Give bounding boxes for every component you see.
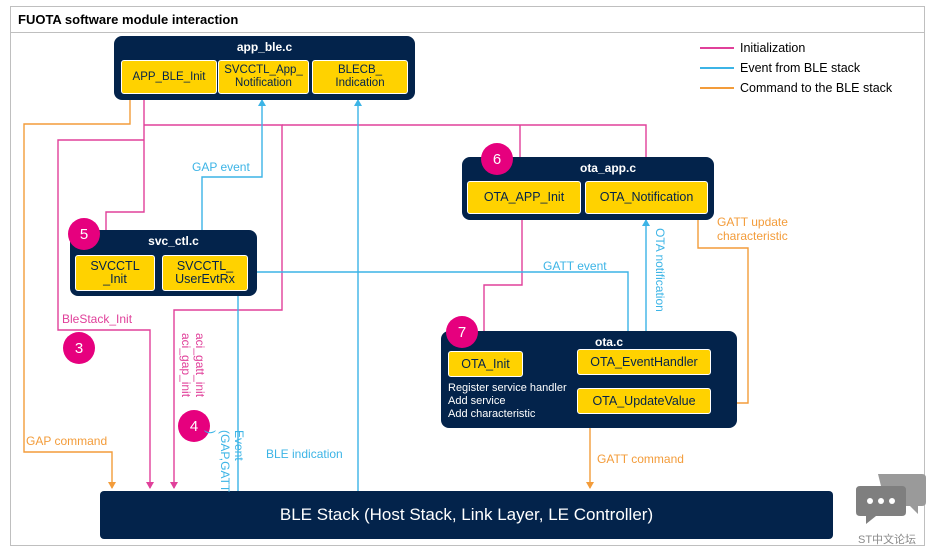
- ble-stack-block: BLE Stack (Host Stack, Link Layer, LE Co…: [100, 491, 833, 539]
- legend-swatch: [700, 47, 734, 49]
- label-gatt-event: GATT event: [543, 259, 607, 273]
- ota-note-add-service: Add service: [448, 395, 506, 407]
- module-title: ota_app.c: [579, 161, 636, 175]
- label-gap-event: GAP event: [192, 160, 250, 174]
- ota-note-add-characteristic: Add characteristic: [448, 408, 536, 420]
- ota-note-register: Register service handler: [448, 382, 567, 394]
- legend-item-command: Command to the BLE stack: [700, 80, 892, 100]
- legend: Initialization Event from BLE stack Comm…: [700, 40, 892, 100]
- label-ota-notification: OTA notification: [653, 228, 667, 312]
- label-event-gap-gatt: Event (GAP,GATT ): [204, 430, 246, 493]
- legend-label: Initialization: [740, 41, 806, 55]
- function-ota-init: OTA_Init: [448, 351, 523, 377]
- module-svc-ctl: svc_ctl.c SVCCTL _Init SVCCTL_ UserEvtRx: [70, 230, 257, 296]
- diagram-title: FUOTA software module interaction: [10, 6, 925, 33]
- watermark-text: ST中文论坛: [858, 534, 917, 546]
- step-badge-7: 7: [446, 316, 478, 348]
- legend-swatch: [700, 87, 734, 89]
- step-badge-4: 4: [178, 410, 210, 442]
- function-svcctl-userevtrx: SVCCTL_ UserEvtRx: [162, 255, 248, 291]
- module-ota: ota.c OTA_Init OTA_EventHandler OTA_Upda…: [441, 331, 737, 428]
- legend-swatch: [700, 67, 734, 69]
- command-line-gatt-update: [697, 218, 749, 407]
- command-line-gap: [23, 98, 131, 489]
- step-badge-3: 3: [63, 332, 95, 364]
- init-line-ota: [480, 220, 523, 349]
- label-ble-indication: BLE indication: [266, 447, 343, 461]
- label-aci-init: aci_gatt_init aci_gap_init: [179, 333, 207, 398]
- function-app-ble-init: APP_BLE_Init: [121, 60, 217, 94]
- function-blecb-indication: BLECB_ Indication: [312, 60, 408, 94]
- chat-bubble-icon: [856, 474, 926, 524]
- label-blestack-init: BleStack_Init: [62, 312, 133, 326]
- label-gatt-update: GATT update characteristic: [717, 215, 788, 243]
- module-ota-app: ota_app.c OTA_APP_Init OTA_Notification: [462, 157, 714, 220]
- step-badge-5: 5: [68, 218, 100, 250]
- function-ota-app-init: OTA_APP_Init: [467, 181, 581, 214]
- init-line-aci: [144, 124, 283, 489]
- event-line-gap: [201, 99, 266, 258]
- legend-label: Command to the BLE stack: [740, 81, 893, 95]
- function-ota-updatevalue: OTA_UpdateValue: [577, 388, 711, 414]
- function-svcctl-init: SVCCTL _Init: [75, 255, 155, 291]
- module-title: ota.c: [594, 335, 623, 349]
- function-ota-notification: OTA_Notification: [585, 181, 708, 214]
- init-line-blestack: [57, 139, 154, 489]
- step-badge-6: 6: [481, 143, 513, 175]
- module-app-ble: app_ble.c APP_BLE_Init SVCCTL_App_ Notif…: [114, 36, 415, 100]
- function-svcctl-app-notification: SVCCTL_App_ Notification: [218, 60, 309, 94]
- legend-item-event: Event from BLE stack: [700, 60, 892, 80]
- function-ota-eventhandler: OTA_EventHandler: [577, 349, 711, 375]
- legend-label: Event from BLE stack: [740, 61, 861, 75]
- module-title: app_ble.c: [236, 40, 293, 54]
- init-line-svcctl: [102, 98, 145, 246]
- module-title: svc_ctl.c: [148, 234, 199, 248]
- label-gatt-command: GATT command: [597, 452, 684, 466]
- event-line-gatt: [255, 271, 632, 351]
- legend-item-initialization: Initialization: [700, 40, 892, 60]
- label-gap-command: GAP command: [26, 434, 108, 448]
